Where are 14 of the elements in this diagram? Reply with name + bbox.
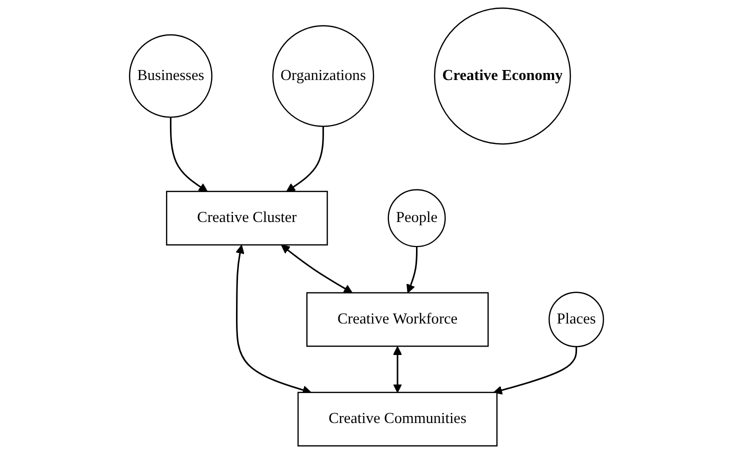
arrow [406, 246, 418, 294]
node-box: Creative Cluster [166, 190, 328, 246]
node-circle: Organizations [272, 25, 374, 127]
node-box: Creative Communities [297, 392, 498, 446]
arrow [281, 244, 353, 294]
arrow [393, 346, 402, 393]
arrow [286, 126, 324, 192]
node-box: Creative Workforce [306, 292, 489, 347]
node-circle: Businesses [128, 34, 212, 118]
node-circle: Places [548, 292, 604, 348]
node-circle: People [388, 189, 446, 248]
arrow [170, 117, 208, 192]
node-circle: Creative Economy [434, 8, 571, 145]
arrow [493, 346, 578, 395]
